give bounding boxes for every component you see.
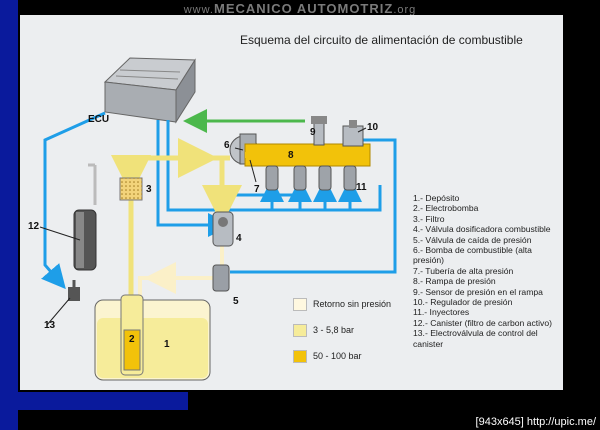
diagram-title: Esquema del circuito de alimentación de … bbox=[240, 33, 523, 47]
ecu-signal-lines bbox=[41, 111, 397, 290]
background-blue-strip bbox=[0, 392, 188, 410]
leader-lines bbox=[39, 127, 367, 326]
canister-valve bbox=[68, 280, 80, 301]
part-number-13: 13 bbox=[44, 320, 56, 331]
part-number-10: 10 bbox=[367, 122, 379, 133]
part-number-12: 12 bbox=[28, 221, 40, 232]
watermark-brand: MECANICO AUTOMOTRIZ bbox=[213, 1, 394, 16]
ecu-unit bbox=[103, 57, 196, 124]
list-item: 8.- Rampa de presión bbox=[413, 276, 496, 287]
pressure-regulator bbox=[342, 120, 364, 147]
part-number-5: 5 bbox=[233, 296, 239, 307]
fuel-rail bbox=[244, 143, 371, 167]
metering-valve bbox=[212, 211, 234, 247]
return-lines bbox=[138, 245, 224, 300]
ecu-label: ECU bbox=[88, 114, 110, 125]
part-number-7: 7 bbox=[254, 184, 260, 195]
list-item: 5.- Válvula de caída de presión bbox=[413, 234, 532, 245]
list-item: 1.- Depósito bbox=[413, 193, 460, 203]
part-number-1: 1 bbox=[164, 339, 170, 350]
list-item: 9.- Sensor de presión en el rampa bbox=[413, 286, 543, 297]
list-item: 13.- Electroválvula de control del canis… bbox=[413, 328, 538, 349]
list-item: 7.- Tubería de alta presión bbox=[413, 265, 514, 276]
list-item: 6.- Bomba de combustible (alta presión) bbox=[413, 245, 532, 266]
list-item: 11.- Inyectores bbox=[413, 307, 470, 318]
legend-label-low: 3 - 5,8 bar bbox=[313, 325, 355, 335]
list-item: 2.- Electrobomba bbox=[413, 203, 479, 214]
legend-label-return: Retorno sin presión bbox=[313, 299, 392, 309]
parts-list: 1.- Depósito 2.- Electrobomba 3.- Filtro… bbox=[413, 193, 561, 349]
watermark: www.MECANICO AUTOMOTRIZ.org bbox=[183, 1, 417, 16]
part-number-3: 3 bbox=[146, 184, 152, 195]
injectors bbox=[265, 165, 357, 191]
part-number-2: 2 bbox=[129, 334, 135, 345]
legend-swatch-high bbox=[293, 350, 307, 363]
image-source-caption: [943x645] http://upic.me/ bbox=[475, 416, 596, 428]
part-number-8: 8 bbox=[288, 150, 294, 161]
list-item: 10.- Regulador de presión bbox=[413, 297, 513, 308]
list-item: 4.- Válvula dosificadora combustible bbox=[413, 224, 551, 235]
background-blue-bar bbox=[0, 0, 18, 430]
fuel-tank bbox=[94, 294, 211, 381]
list-item: 12.- Canister (filtro de carbon activo) bbox=[413, 317, 552, 328]
pressure-sensor bbox=[311, 116, 327, 146]
pressure-drop-valve bbox=[212, 264, 230, 292]
part-number-11: 11 bbox=[356, 182, 367, 193]
part-number-6: 6 bbox=[224, 140, 230, 151]
canister bbox=[73, 209, 97, 271]
part-number-4: 4 bbox=[236, 233, 242, 244]
list-item: 3.- Filtro bbox=[413, 213, 445, 224]
legend-swatch-low bbox=[293, 324, 307, 337]
legend-swatch-return bbox=[293, 298, 307, 311]
legend-label-high: 50 - 100 bar bbox=[313, 351, 362, 361]
part-number-9: 9 bbox=[310, 127, 316, 138]
